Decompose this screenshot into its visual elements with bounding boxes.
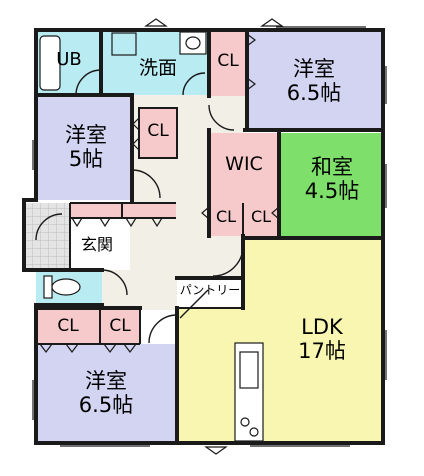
sw-closet-right-label: CL <box>109 316 131 336</box>
washroom-closet <box>209 30 247 96</box>
washitsu-name: 和室 <box>311 155 353 179</box>
hall-floor-lower <box>100 270 180 310</box>
wic-closet-left-label: CL <box>215 207 237 226</box>
toilet <box>43 275 81 299</box>
ldk-size: 17帖 <box>298 338 346 363</box>
washroom-label: 洗面 <box>138 57 177 79</box>
genkan-label: 玄関 <box>80 235 113 254</box>
pantry-label: パントリー <box>179 283 241 297</box>
windows <box>32 26 387 447</box>
sw-closet-left-label: CL <box>57 316 79 336</box>
sw-closet-left-floor <box>36 308 100 344</box>
bedroom-sw-label: 洋室 6.5帖 <box>56 369 156 417</box>
washer-pan <box>111 32 137 56</box>
wic-closet-left-floor <box>209 203 243 236</box>
wic-closet-right-floor <box>243 203 279 236</box>
bedroom-ne-size: 6.5帖 <box>286 80 342 105</box>
ldk-floor <box>177 238 383 443</box>
sw-closet-right-floor <box>100 308 140 344</box>
wic-label: WIC <box>225 153 263 175</box>
washitsu-size: 4.5帖 <box>304 178 360 203</box>
bedroom-ne-floor <box>247 30 383 130</box>
doors <box>35 69 244 344</box>
bedroom-sw-name: 洋室 <box>85 369 127 393</box>
thin-walls <box>36 107 244 345</box>
bedroom-sw-floor <box>36 344 177 443</box>
ub-label: UB <box>56 49 82 70</box>
bedroom-w-name: 洋室 <box>65 123 107 147</box>
washbasin <box>179 31 207 55</box>
bedroom-ne-name: 洋室 <box>293 57 335 81</box>
washitsu-label: 和室 4.5帖 <box>286 155 378 203</box>
washroom-closet-label: CL <box>217 51 239 71</box>
bedroom-w-label: 洋室 5帖 <box>46 123 126 171</box>
bedroom-w-closet-label: CL <box>147 121 169 141</box>
wic-floor <box>209 133 279 203</box>
ldk-label: LDK 17帖 <box>272 315 372 363</box>
pantry-floor <box>177 278 241 308</box>
north-entry-mark <box>144 18 284 455</box>
genkan-tile <box>24 203 70 270</box>
bedroom-w-floor <box>36 95 132 200</box>
bedroom-w-closet <box>139 108 177 158</box>
washitsu-floor <box>279 133 383 238</box>
bathtub <box>39 35 61 91</box>
kitchen-counter <box>234 342 264 442</box>
wic-closet-right-label: CL <box>250 207 272 226</box>
fold-doors <box>39 33 280 353</box>
bedroom-ne-label: 洋室 6.5帖 <box>264 57 364 105</box>
ldk-name: LDK <box>301 315 343 339</box>
bedroom-sw-size: 6.5帖 <box>78 392 134 417</box>
bedroom-w-size: 5帖 <box>68 146 104 171</box>
genkan-step <box>70 218 122 270</box>
